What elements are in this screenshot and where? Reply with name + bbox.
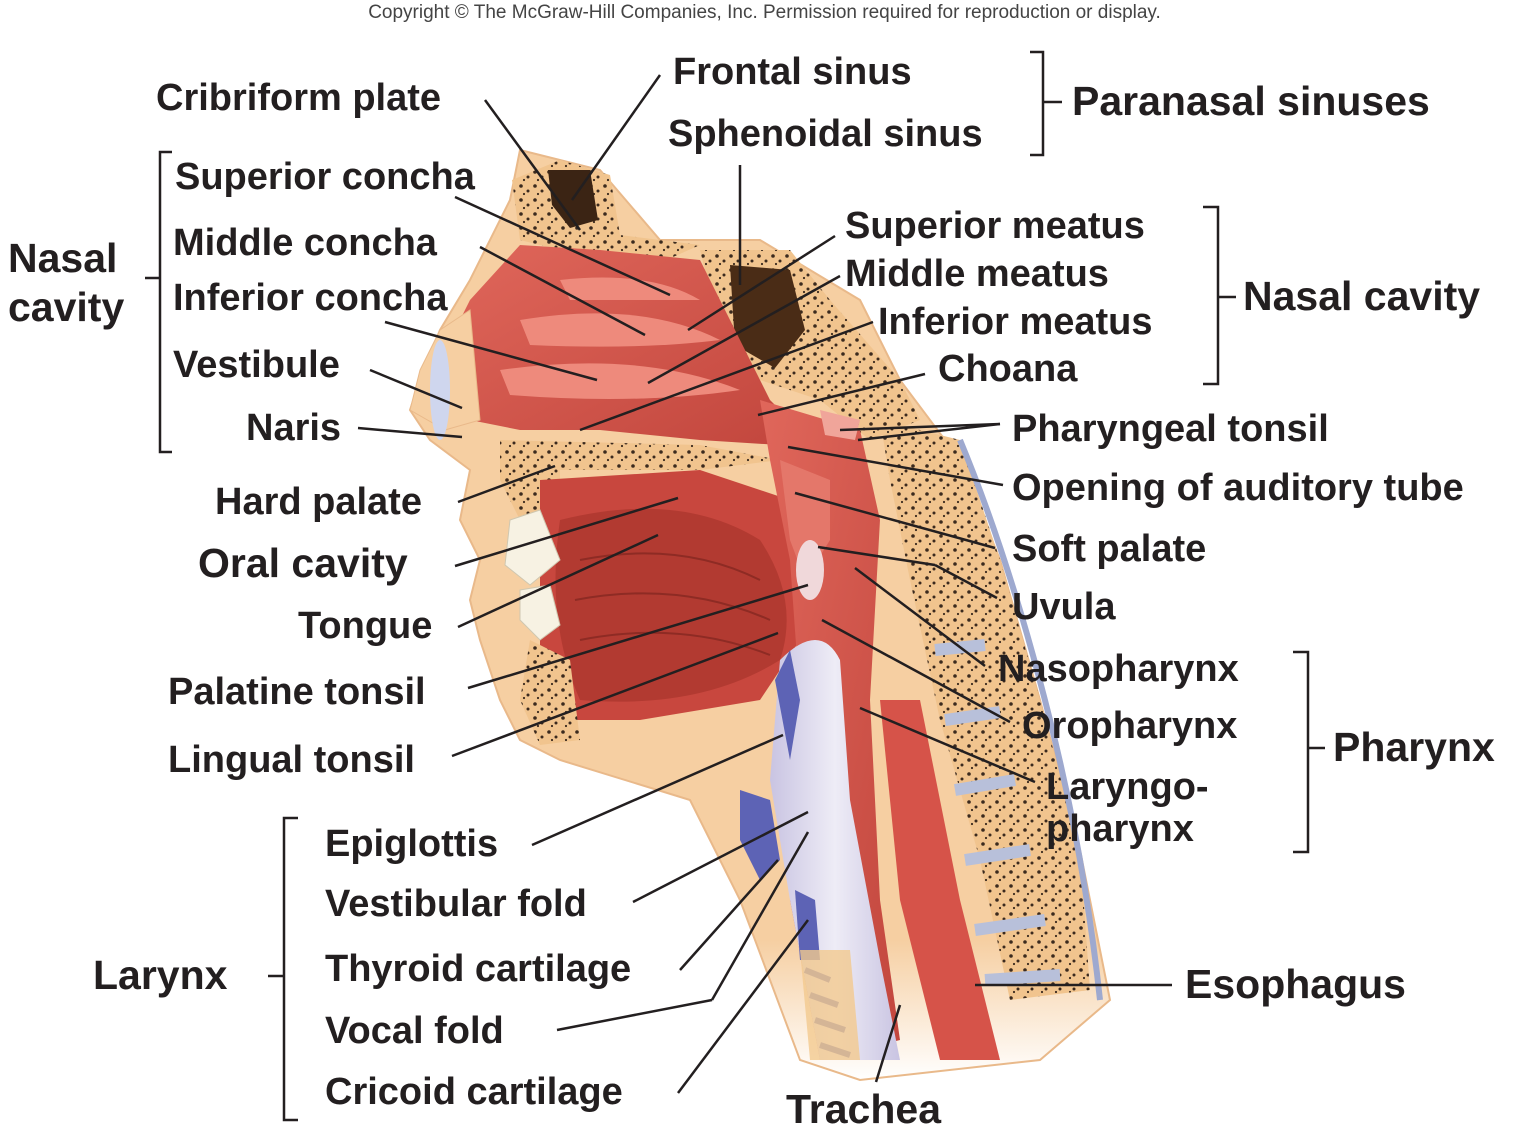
leader-cribriform-plate — [483, 99, 582, 231]
label-oral-cavity: Oral cavity — [198, 540, 408, 586]
label-vocal-fold: Vocal fold — [325, 1010, 504, 1052]
label-pharyngeal-tonsil: Pharyngeal tonsil — [1012, 408, 1329, 450]
leader-laryngopharynx — [859, 706, 1036, 784]
label-nasal-cavity-left-line2: cavity — [8, 284, 125, 330]
leader-nasopharynx — [854, 567, 986, 667]
leader-vestibule — [369, 368, 463, 410]
epiglottis-shape — [775, 650, 800, 760]
leader-vocal-fold-a — [556, 998, 713, 1032]
leader-middle-meatus — [647, 274, 841, 385]
leader-uvula-b — [817, 545, 936, 567]
thyroid-gland — [800, 950, 860, 1060]
leader-pharyngeal-tonsil-b — [857, 422, 1001, 442]
label-epiglottis: Epiglottis — [325, 823, 499, 865]
leader-lines — [357, 74, 1172, 1094]
leader-thyroid-cartilage — [679, 859, 779, 971]
concha-superior-shape — [560, 277, 700, 300]
label-sphenoidal-sinus: Sphenoidal sinus — [668, 113, 983, 155]
label-inferior-concha: Inferior concha — [173, 277, 448, 319]
leader-soft-palate — [794, 491, 996, 550]
label-middle-concha: Middle concha — [173, 222, 437, 264]
label-opening-auditory-tube: Opening of auditory tube — [1012, 467, 1464, 509]
label-middle-meatus: Middle meatus — [845, 253, 1109, 295]
leader-choana — [757, 372, 926, 417]
label-uvula: Uvula — [1012, 586, 1116, 628]
label-nasal-cavity-right: Nasal cavity — [1243, 273, 1481, 319]
label-superior-meatus: Superior meatus — [845, 205, 1145, 247]
label-vestibule: Vestibule — [173, 344, 340, 386]
label-cribriform-plate: Cribriform plate — [156, 77, 442, 119]
leader-middle-concha — [479, 245, 646, 337]
label-superior-concha: Superior concha — [175, 156, 475, 198]
label-vestibular-fold: Vestibular fold — [325, 883, 587, 925]
leader-inferior-concha — [384, 320, 598, 382]
copyright-notice: Copyright © The McGraw-Hill Companies, I… — [368, 2, 1161, 23]
leader-tongue — [457, 533, 659, 629]
label-paranasal-sinuses: Paranasal sinuses — [1072, 78, 1430, 124]
label-palatine-tonsil: Palatine tonsil — [168, 671, 426, 713]
label-oropharynx: Oropharynx — [1022, 705, 1238, 747]
thyroid-cartilage-shape — [740, 790, 780, 880]
leader-inferior-meatus — [579, 320, 874, 432]
label-inferior-meatus: Inferior meatus — [878, 301, 1153, 343]
leader-pharyngeal-tonsil-a — [839, 422, 1001, 432]
leader-uvula — [934, 563, 998, 600]
label-cricoid-cartilage: Cricoid cartilage — [325, 1071, 623, 1113]
label-soft-palate: Soft palate — [1012, 528, 1207, 570]
leader-vestibular-fold — [632, 810, 809, 904]
leader-superior-concha — [454, 195, 671, 297]
leader-epiglottis — [531, 733, 784, 847]
label-pharynx: Pharynx — [1333, 724, 1495, 770]
leader-hard-palate — [457, 464, 556, 504]
hard-palate-bone — [500, 440, 780, 480]
nasal-cartilage — [430, 340, 450, 440]
leader-vocal-fold-b — [710, 831, 810, 1001]
bracket-larynx — [268, 816, 298, 1122]
bracket-pharynx — [1293, 650, 1325, 854]
label-frontal-sinus: Frontal sinus — [673, 51, 912, 93]
label-laryngopharynx-line1: Laryngo- — [1046, 766, 1209, 808]
concha-inferior-shape — [500, 363, 740, 399]
leader-auditory-tube — [787, 445, 1004, 487]
label-esophagus: Esophagus — [1185, 961, 1406, 1007]
leader-trachea — [874, 1004, 902, 1083]
label-tongue: Tongue — [298, 605, 433, 647]
esophagus-tissue — [880, 700, 1000, 1060]
cricoid-cartilage-shape — [795, 890, 820, 960]
leader-naris — [357, 426, 463, 439]
concha-middle-shape — [520, 313, 720, 347]
tongue-striations — [574, 552, 771, 656]
upper-teeth — [504, 509, 561, 586]
label-hard-palate: Hard palate — [215, 481, 422, 523]
label-lingual-tonsil: Lingual tonsil — [168, 739, 415, 781]
leader-cricoid-cartilage — [677, 919, 809, 1094]
label-trachea: Trachea — [786, 1086, 941, 1132]
label-naris: Naris — [246, 407, 342, 449]
label-thyroid-cartilage: Thyroid cartilage — [325, 948, 632, 990]
leader-oropharynx — [821, 618, 1011, 724]
leader-lingual-tonsil — [451, 631, 779, 758]
label-choana: Choana — [938, 348, 1078, 390]
leader-palatine-tonsil — [467, 583, 809, 690]
label-nasal-cavity-left-line1: Nasal — [8, 235, 118, 281]
brackets — [145, 50, 1325, 1122]
leader-frontal-sinus — [570, 74, 662, 201]
label-nasopharynx: Nasopharynx — [998, 648, 1239, 690]
bracket-nasal-cavity-left — [145, 150, 172, 454]
mandible-bone — [520, 640, 580, 745]
tongue-shape — [555, 508, 787, 702]
bracket-nasal-cavity-right — [1203, 205, 1236, 386]
label-laryngopharynx-line2: pharynx — [1046, 808, 1194, 850]
pharyngeal-tonsil-shape — [820, 410, 860, 440]
label-larynx: Larynx — [93, 952, 228, 998]
leader-oral-cavity — [454, 496, 679, 568]
leader-superior-meatus — [687, 234, 836, 332]
uvula-shape — [796, 540, 824, 600]
bracket-paranasal-sinuses — [1030, 50, 1062, 157]
